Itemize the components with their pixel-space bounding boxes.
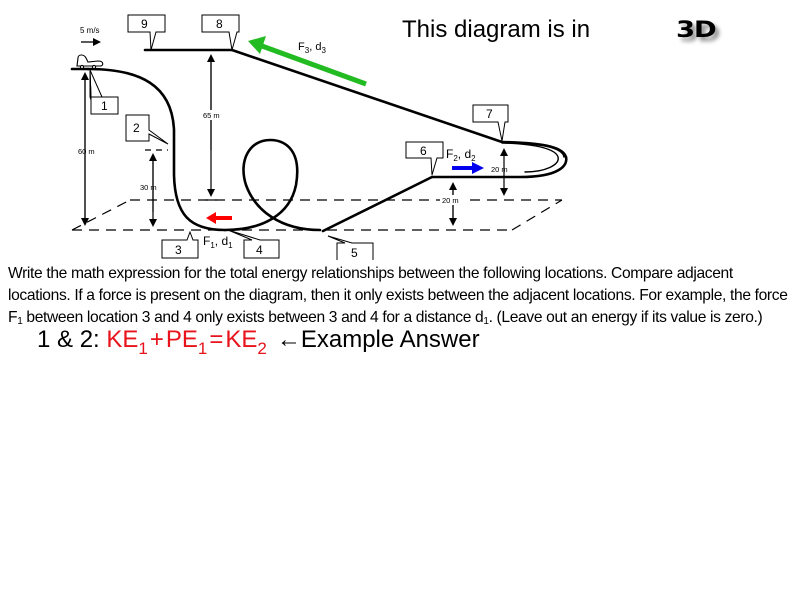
height-label-65m: 65 m	[203, 111, 220, 120]
location-callout-3: 3	[161, 230, 199, 259]
track	[70, 48, 568, 233]
height-label-20m-7: 20 m	[491, 165, 508, 174]
svg-text:7: 7	[486, 107, 493, 121]
location-callout-2: 2	[125, 114, 169, 145]
svg-text:8: 8	[216, 17, 223, 31]
cart-icon	[76, 54, 104, 70]
svg-text:6: 6	[420, 144, 427, 158]
svg-text:9: 9	[141, 17, 148, 31]
location-callout-6: 6	[405, 141, 444, 176]
svg-text:4: 4	[256, 243, 263, 257]
example-answer: 1 & 2: KE1+PE1=KE2 ←Example Answer	[37, 326, 480, 358]
location-callout-5: 5	[327, 235, 374, 260]
force-arrow-f2-icon	[452, 162, 484, 174]
location-callout-4: 4	[227, 229, 280, 259]
3d-badge: 3D	[676, 18, 717, 43]
instructions-text: Write the math expression for the total …	[8, 265, 788, 327]
location-callout-9: 9	[127, 14, 166, 51]
force-arrow-f1-icon	[206, 212, 232, 224]
example-prefix: 1 & 2:	[37, 326, 107, 353]
force-label-f2: F2, d2	[446, 147, 476, 163]
svg-text:2: 2	[133, 121, 140, 135]
diagram-title: This diagram is in	[402, 16, 591, 43]
location-callout-1: 1	[89, 69, 119, 115]
force-label-f3: F3, d3	[298, 41, 326, 55]
height-label-30m: 30 m	[140, 183, 157, 192]
ground-plane-lower	[71, 199, 563, 231]
force-arrow-f3-icon	[248, 36, 367, 87]
height-label-20m-6: 20 m	[442, 196, 459, 205]
roller-coaster-diagram: 5 m/s 60 m 30 m 65 m 20 m 20 m	[70, 14, 568, 260]
location-callout-7: 7	[472, 104, 509, 142]
initial-speed-label: 5 m/s	[80, 26, 100, 35]
svg-text:1: 1	[101, 99, 108, 113]
svg-text:3: 3	[175, 243, 182, 257]
left-arrow-icon: ←	[276, 326, 301, 353]
example-suffix: Example Answer	[300, 326, 480, 353]
height-label-60m: 60 m	[78, 147, 95, 156]
force-label-f1: F1, d1	[203, 234, 233, 250]
height-arrow-65m	[205, 54, 217, 201]
svg-text:5: 5	[351, 246, 358, 260]
location-callout-8: 8	[201, 14, 240, 51]
example-equation: KE1+PE1=KE2	[106, 326, 267, 358]
